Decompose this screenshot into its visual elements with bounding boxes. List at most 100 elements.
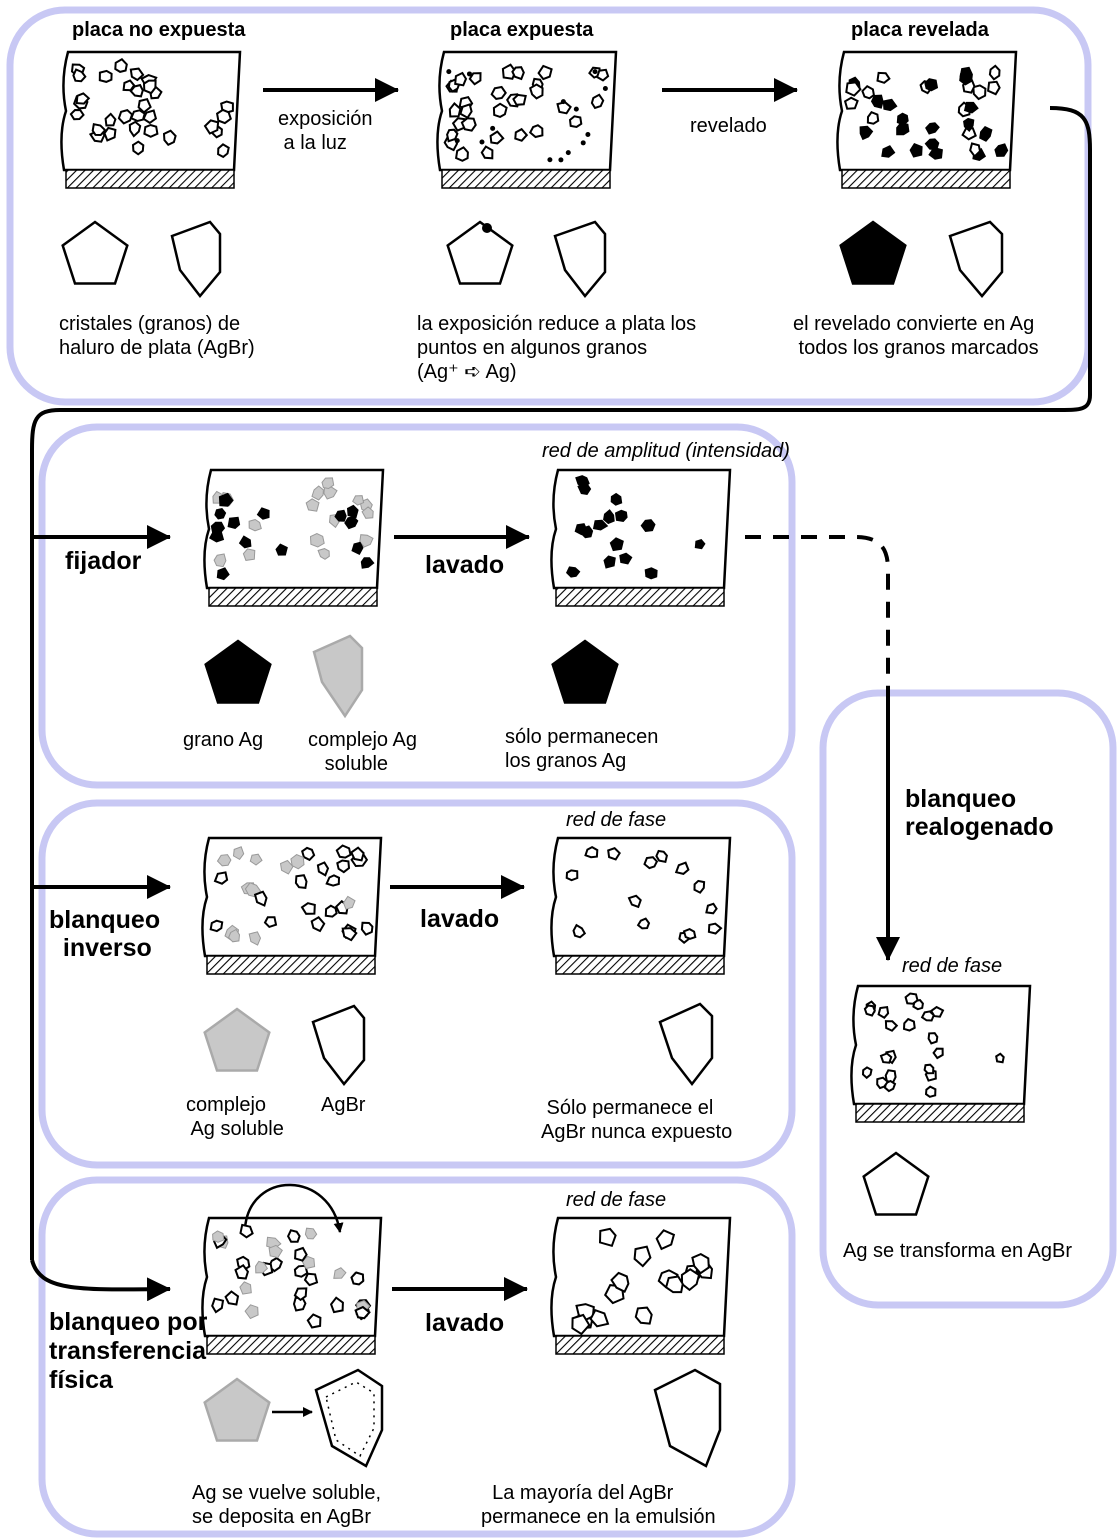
plate-developed-grain — [862, 86, 874, 98]
plate-physical-input-grain — [295, 1248, 307, 1261]
plate-developed-grain — [925, 79, 938, 91]
plate-developed-substrate — [842, 170, 1010, 188]
exposed-dot — [467, 71, 472, 76]
caption-crystals: cristales (granos) de haluro de plata (A… — [59, 312, 255, 360]
plate-fixer-input-edge — [204, 470, 383, 588]
plate-fixer-result-substrate — [556, 588, 724, 606]
label-development: revelado — [690, 114, 767, 138]
plate-physical-input-grain — [213, 1231, 224, 1242]
rehalogenated-grain — [881, 1054, 891, 1063]
legend-soluble-complex — [314, 636, 362, 716]
plate-unexposed-grain — [119, 110, 132, 123]
plate-physical-input — [202, 1185, 381, 1354]
legend-rehalogenated-pentagon — [864, 1153, 929, 1215]
plate-inverse-input-grain — [215, 872, 227, 883]
title-developed-plate: placa revelada — [851, 18, 989, 42]
rehalogenated-grain — [996, 1054, 1004, 1062]
enlarged-agbr-grain — [600, 1229, 616, 1246]
plate-exposed-grain — [455, 73, 466, 85]
dashed-branch-line — [745, 537, 888, 690]
plate-fixer-input-substrate — [209, 588, 377, 606]
plate-inverse-result — [551, 838, 730, 974]
plate-unexposed-grain — [115, 59, 127, 72]
legend-inverse-soluble — [205, 1009, 270, 1071]
plate-unexposed-grain — [217, 110, 231, 123]
title-exposed-plate: placa expuesta — [450, 18, 593, 42]
caption-exposure: la exposición reduce a plata los puntos … — [417, 312, 696, 384]
legend-agbr-shard — [172, 222, 220, 296]
plate-exposed-substrate — [442, 170, 610, 188]
remaining-agbr-grain — [684, 929, 695, 939]
plate-fixer-input-grain — [311, 534, 325, 548]
plate-physical-input-grain — [241, 1225, 253, 1237]
plate-physical-input-grain — [352, 1273, 364, 1285]
caption-ag-grain: grano Ag — [183, 728, 263, 752]
plate-exposed-grain — [462, 118, 476, 130]
caption-ag-to-agbr: Ag se transforma en AgBr — [843, 1239, 1072, 1263]
enlarged-agbr-grain — [636, 1308, 652, 1324]
rehalogenated-grain — [879, 1007, 889, 1018]
label-rehalogenating-bleach: blanqueo realogenado — [905, 785, 1054, 841]
exposed-dot — [558, 157, 563, 162]
plate-exposed-grain — [512, 67, 523, 79]
plate-inverse-input-grain — [296, 875, 307, 888]
latent-image-dot — [482, 223, 492, 233]
title-amplitude-grating: red de amplitud (intensidad) — [542, 439, 790, 463]
plate-inverse-input-grain — [326, 906, 337, 917]
title-phase-grating-physical: red de fase — [566, 1188, 666, 1212]
rehalogenated-grain — [865, 1006, 875, 1016]
plate-inverse-result-edge — [551, 838, 730, 956]
exposed-dot — [479, 139, 484, 144]
plate-unexposed-grain — [144, 81, 156, 94]
title-phase-grating-rehalogenating: red de fase — [902, 954, 1002, 978]
label-fixer: fijador — [65, 547, 141, 575]
plate-fixer-result — [551, 470, 730, 606]
remaining-agbr-grain — [586, 847, 598, 857]
plate-unexposed-grain — [124, 81, 135, 91]
exposed-dot — [581, 140, 586, 145]
plate-developed-grain — [845, 98, 858, 109]
rehalogenated-grain — [929, 1033, 938, 1043]
rehalogenated-grain — [925, 1065, 934, 1074]
legend-physical-remaining — [655, 1370, 720, 1466]
label-physical-transfer: blanqueo por transferencia física — [49, 1308, 207, 1395]
plate-unexposed-grain — [164, 131, 176, 145]
caption-soluble-complex-2: complejo Ag soluble — [186, 1093, 284, 1141]
label-wash-fixer: lavado — [425, 551, 504, 579]
plate-developed-grain — [878, 73, 890, 83]
plate-fixer-input — [204, 470, 383, 606]
legend-physical-agbr — [316, 1370, 382, 1466]
title-phase-grating-inverse: red de fase — [566, 808, 666, 832]
label-wash-physical: lavado — [425, 1309, 504, 1337]
plate-developed-grain — [868, 112, 878, 124]
plate-unexposed-grain — [144, 125, 157, 137]
label-wash-inverse: lavado — [420, 905, 499, 933]
enlarged-agbr-grain — [666, 1277, 683, 1293]
legend-exposed-shard — [555, 222, 605, 296]
caption-ag-soluble-deposits: Ag se vuelve soluble, se deposita en AgB… — [192, 1481, 381, 1529]
plate-exposed-grain — [513, 95, 525, 105]
plate-developed-grain — [990, 66, 1000, 80]
remaining-ag-grain — [645, 568, 657, 579]
plate-developed-grain — [988, 82, 1000, 94]
plate-developed-edge — [837, 52, 1016, 170]
plate-unexposed-grain — [100, 71, 112, 82]
plate-inverse-input-grain — [265, 917, 276, 927]
label-exposure: exposición a la luz — [278, 107, 373, 155]
legend-ag-grain — [206, 641, 271, 703]
plate-inverse-input-substrate — [207, 956, 375, 974]
plate-inverse-input-grain — [362, 923, 373, 935]
rehalogenated-grain — [931, 1007, 943, 1017]
legend-physical-soluble — [205, 1379, 270, 1441]
exposed-dot — [593, 69, 598, 74]
plate-physical-result-substrate — [556, 1336, 724, 1354]
plate-physical-input-grain — [288, 1230, 300, 1241]
label-inverse-bleach: blanqueo inverso — [49, 906, 160, 962]
remaining-agbr-grain — [706, 904, 716, 914]
plate-exposed-grain — [592, 95, 603, 108]
plate-unexposed-grain — [71, 110, 84, 119]
exposed-dot — [566, 150, 571, 155]
arrow-into-physical — [32, 1260, 170, 1289]
plate-physical-input-grain — [305, 1274, 317, 1285]
